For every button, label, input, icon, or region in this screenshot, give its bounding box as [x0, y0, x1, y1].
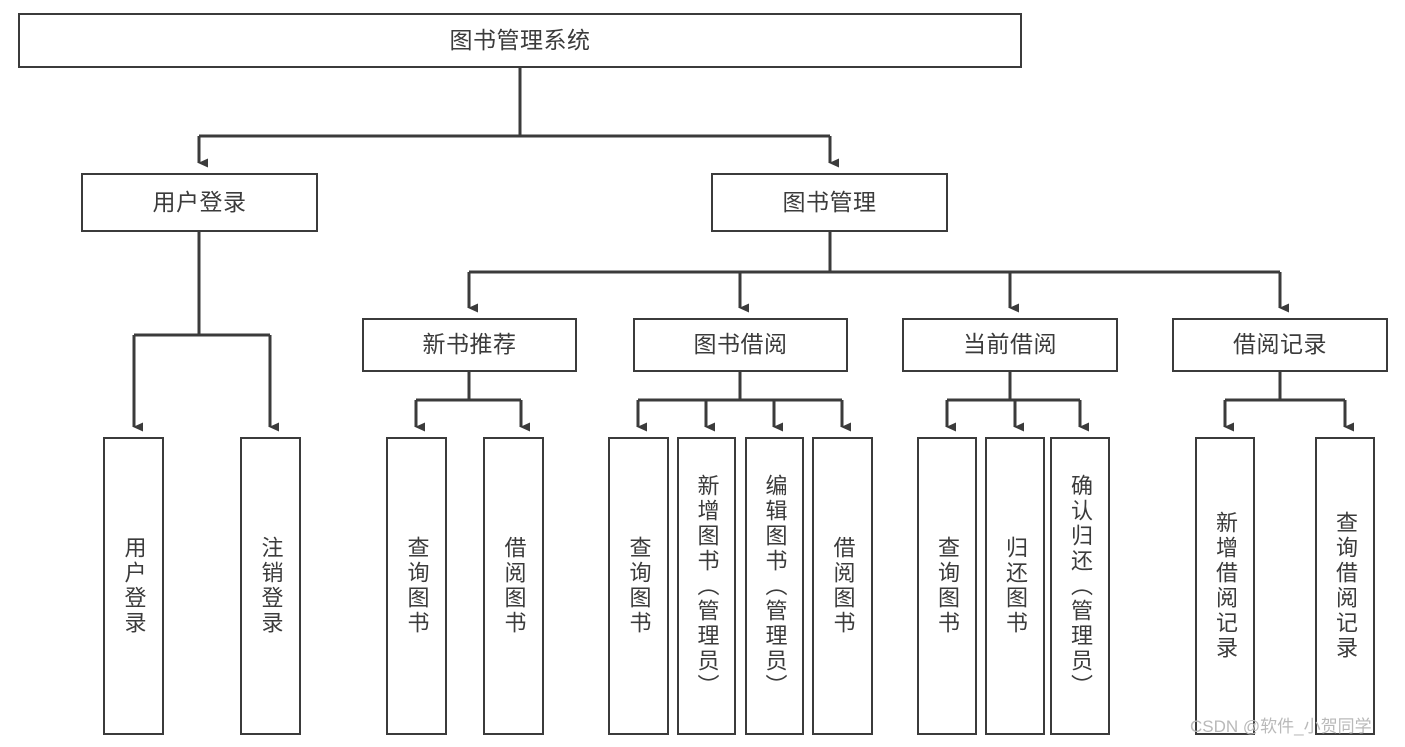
- node-leaf-user-login-label: 用户登录: [121, 536, 147, 636]
- node-user-login[interactable]: 用户登录: [81, 173, 318, 232]
- node-new-book-rec-label: 新书推荐: [422, 331, 517, 358]
- node-leaf-logout-login[interactable]: 注销登录: [240, 437, 301, 735]
- node-leaf-edit-book-label: 编辑图书（管理员）: [762, 473, 788, 699]
- node-leaf-query-book-2-label: 查询图书: [626, 536, 652, 636]
- watermark: CSDN @软件_小贺同学: [1190, 717, 1372, 736]
- node-leaf-return-book[interactable]: 归还图书: [985, 437, 1045, 735]
- node-leaf-borrow-book-1-label: 借阅图书: [501, 536, 527, 636]
- node-leaf-borrow-book-1[interactable]: 借阅图书: [483, 437, 544, 735]
- node-leaf-user-login[interactable]: 用户登录: [103, 437, 164, 735]
- node-book-borrow[interactable]: 图书借阅: [633, 318, 848, 372]
- node-leaf-borrow-book-2[interactable]: 借阅图书: [812, 437, 873, 735]
- node-leaf-query-book-3[interactable]: 查询图书: [917, 437, 977, 735]
- node-leaf-query-record-label: 查询借阅记录: [1333, 511, 1358, 661]
- node-root[interactable]: 图书管理系统: [18, 13, 1022, 68]
- node-leaf-query-book-1[interactable]: 查询图书: [386, 437, 447, 735]
- node-leaf-query-book-1-label: 查询图书: [404, 536, 430, 636]
- node-book-borrow-label: 图书借阅: [693, 331, 788, 358]
- node-leaf-query-record[interactable]: 查询借阅记录: [1315, 437, 1375, 735]
- node-borrow-record[interactable]: 借阅记录: [1172, 318, 1388, 372]
- node-leaf-query-book-3-label: 查询图书: [935, 536, 960, 636]
- node-leaf-add-book[interactable]: 新增图书（管理员）: [677, 437, 736, 735]
- node-leaf-add-book-label: 新增图书（管理员）: [694, 473, 720, 699]
- node-user-login-label: 用户登录: [152, 188, 247, 215]
- node-new-book-rec[interactable]: 新书推荐: [362, 318, 577, 372]
- node-leaf-borrow-book-2-label: 借阅图书: [830, 536, 856, 636]
- node-leaf-add-record[interactable]: 新增借阅记录: [1195, 437, 1255, 735]
- node-leaf-add-record-label: 新增借阅记录: [1213, 511, 1238, 661]
- node-borrow-record-label: 借阅记录: [1233, 331, 1327, 358]
- node-leaf-edit-book[interactable]: 编辑图书（管理员）: [745, 437, 804, 735]
- node-current-borrow-label: 当前借阅: [963, 331, 1057, 358]
- node-root-label: 图书管理系统: [449, 26, 591, 53]
- node-leaf-confirm-return-label: 确认归还（管理员）: [1068, 473, 1093, 699]
- node-current-borrow[interactable]: 当前借阅: [902, 318, 1118, 372]
- node-leaf-query-book-2[interactable]: 查询图书: [608, 437, 669, 735]
- node-leaf-logout-login-label: 注销登录: [258, 536, 284, 636]
- node-book-manage[interactable]: 图书管理: [711, 173, 948, 232]
- node-leaf-confirm-return[interactable]: 确认归还（管理员）: [1050, 437, 1110, 735]
- node-book-manage-label: 图书管理: [782, 188, 877, 215]
- node-leaf-return-book-label: 归还图书: [1003, 536, 1028, 636]
